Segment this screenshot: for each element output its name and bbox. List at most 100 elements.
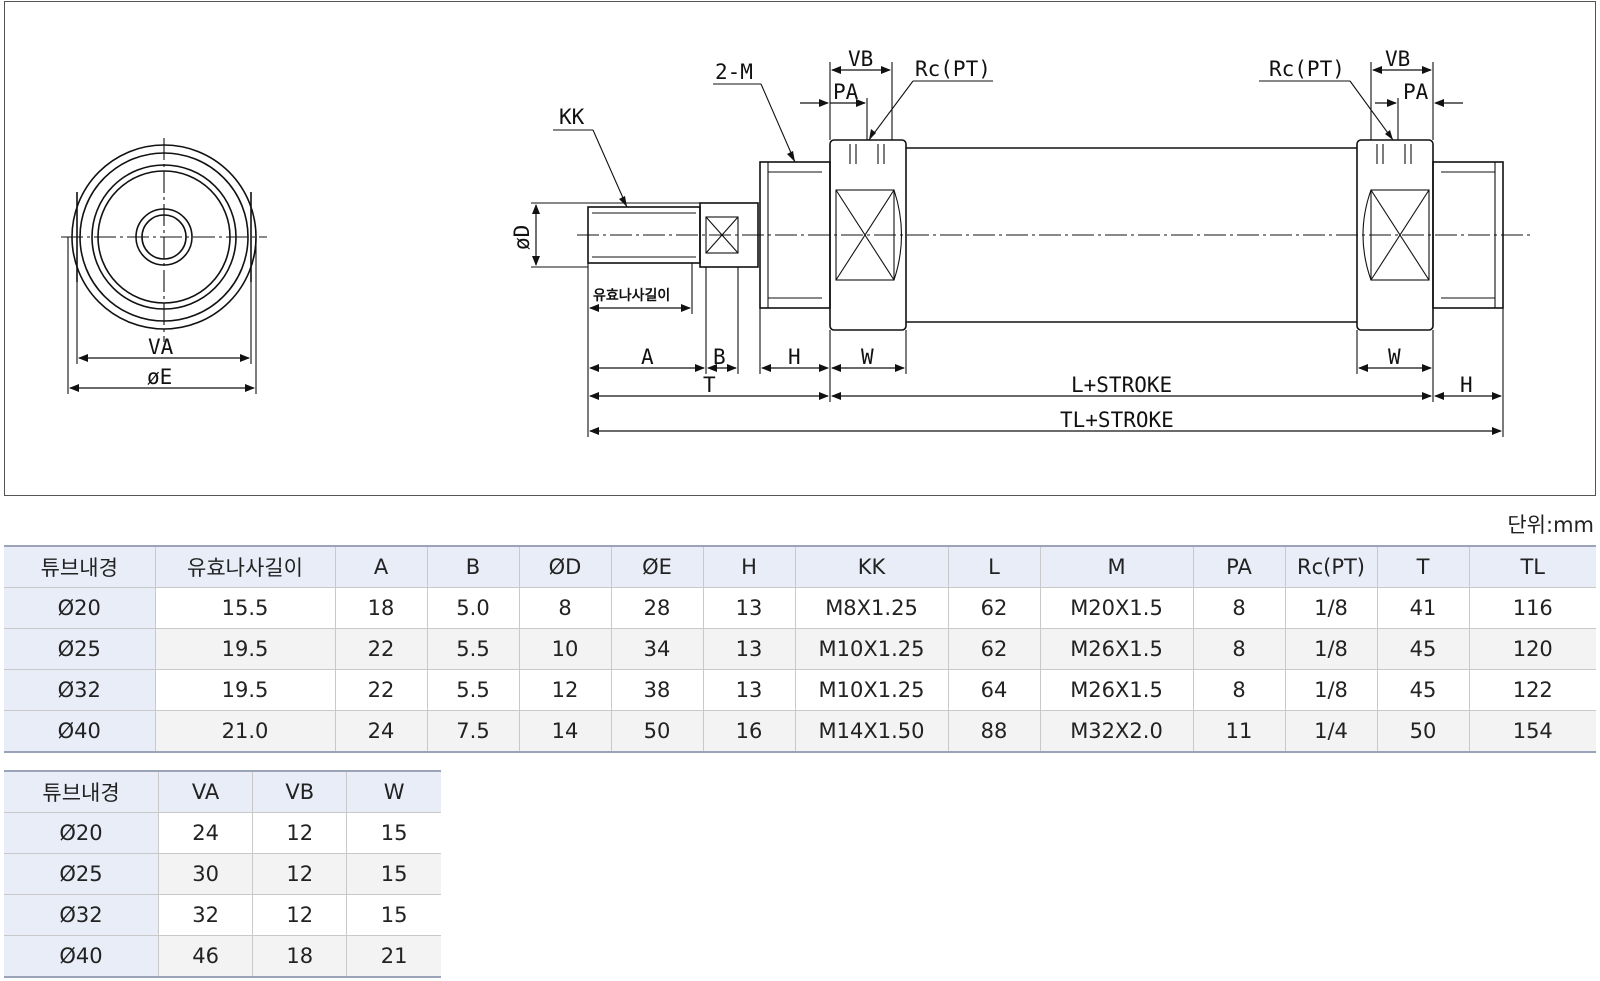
table-cell: 28 bbox=[611, 587, 704, 629]
table-cell: 13 bbox=[703, 587, 796, 629]
table-cell: 18 bbox=[335, 587, 428, 629]
kk-label: KK bbox=[559, 105, 585, 129]
table-cell: 50 bbox=[1377, 710, 1470, 753]
column-header: M bbox=[1040, 545, 1194, 588]
table-cell: 19.5 bbox=[155, 628, 336, 670]
table-cell: 13 bbox=[703, 628, 796, 670]
tl-stroke-label: TL+STROKE bbox=[1060, 408, 1174, 432]
table-cell: 45 bbox=[1377, 628, 1470, 670]
bore-size-cell: Ø25 bbox=[4, 628, 156, 670]
column-header: VB bbox=[252, 770, 348, 813]
table-cell: 22 bbox=[335, 628, 428, 670]
column-header: A bbox=[335, 545, 428, 588]
table-cell: 1/4 bbox=[1285, 710, 1378, 753]
column-header: 유효나사길이 bbox=[155, 545, 336, 588]
h-left-label: H bbox=[788, 345, 801, 369]
column-header: PA bbox=[1193, 545, 1286, 588]
table-cell: 5.5 bbox=[427, 628, 520, 670]
w-left-label: W bbox=[861, 345, 874, 369]
table-cell: 12 bbox=[519, 669, 612, 711]
table-cell: 10 bbox=[519, 628, 612, 670]
table-cell: 8 bbox=[519, 587, 612, 629]
table-cell: M10X1.25 bbox=[795, 669, 949, 711]
column-header: 튜브내경 bbox=[4, 545, 156, 588]
table-cell: M32X2.0 bbox=[1040, 710, 1194, 753]
table-cell: 46 bbox=[158, 935, 254, 978]
table-cell: 62 bbox=[948, 587, 1041, 629]
pa-left-label: PA bbox=[833, 80, 859, 104]
table-cell: M8X1.25 bbox=[795, 587, 949, 629]
vb-left-label: VB bbox=[848, 47, 873, 71]
table-cell: 8 bbox=[1193, 587, 1286, 629]
pa-right-label: PA bbox=[1403, 80, 1429, 104]
d-label: øD bbox=[510, 225, 534, 250]
table-cell: M26X1.5 bbox=[1040, 669, 1194, 711]
table-cell: 19.5 bbox=[155, 669, 336, 711]
a-label: A bbox=[641, 345, 654, 369]
bore-size-cell: Ø32 bbox=[4, 894, 160, 936]
table-cell: 11 bbox=[1193, 710, 1286, 753]
table-cell: 116 bbox=[1469, 587, 1596, 629]
t-label: T bbox=[703, 373, 716, 397]
column-header: L bbox=[948, 545, 1041, 588]
table-cell: 120 bbox=[1469, 628, 1596, 670]
bore-size-cell: Ø20 bbox=[4, 587, 156, 629]
table-cell: 5.5 bbox=[427, 669, 520, 711]
bore-size-cell: Ø25 bbox=[4, 853, 160, 895]
column-header: 튜브내경 bbox=[4, 770, 160, 813]
bore-size-cell: Ø40 bbox=[4, 710, 156, 753]
column-header: ØE bbox=[611, 545, 704, 588]
column-header: T bbox=[1377, 545, 1470, 588]
column-header: ØD bbox=[519, 545, 612, 588]
table-cell: 13 bbox=[703, 669, 796, 711]
w-right-label: W bbox=[1388, 345, 1401, 369]
table-cell: 1/8 bbox=[1285, 587, 1378, 629]
table-cell: 12 bbox=[252, 853, 348, 895]
table-cell: 32 bbox=[158, 894, 254, 936]
table-cell: 24 bbox=[158, 812, 254, 854]
bore-size-cell: Ø40 bbox=[4, 935, 160, 978]
table-cell: 88 bbox=[948, 710, 1041, 753]
table-cell: 21.0 bbox=[155, 710, 336, 753]
technical-drawing: VA øE bbox=[4, 1, 1596, 496]
table-cell: 154 bbox=[1469, 710, 1596, 753]
table-cell: 1/8 bbox=[1285, 628, 1378, 670]
table-cell: 22 bbox=[335, 669, 428, 711]
table-cell: 18 bbox=[252, 935, 348, 978]
table-cell: 34 bbox=[611, 628, 704, 670]
table-cell: 64 bbox=[948, 669, 1041, 711]
column-header: B bbox=[427, 545, 520, 588]
rc-right-label: Rc(PT) bbox=[1269, 57, 1345, 81]
table-cell: 15 bbox=[346, 812, 441, 854]
table-cell: 12 bbox=[252, 812, 348, 854]
table-cell: 1/8 bbox=[1285, 669, 1378, 711]
bore-size-cell: Ø20 bbox=[4, 812, 160, 854]
table-cell: M26X1.5 bbox=[1040, 628, 1194, 670]
table-cell: 15.5 bbox=[155, 587, 336, 629]
column-header: KK bbox=[795, 545, 949, 588]
table-cell: 7.5 bbox=[427, 710, 520, 753]
table-cell: 8 bbox=[1193, 669, 1286, 711]
column-header: Rc(PT) bbox=[1285, 545, 1378, 588]
table-cell: 41 bbox=[1377, 587, 1470, 629]
column-header: TL bbox=[1469, 545, 1596, 588]
thread-length-label: 유효나사길이 bbox=[593, 287, 670, 304]
table-cell: 15 bbox=[346, 853, 441, 895]
b-label: B bbox=[713, 345, 726, 369]
column-header: H bbox=[703, 545, 796, 588]
table-cell: 24 bbox=[335, 710, 428, 753]
table-cell: 21 bbox=[346, 935, 441, 978]
vb-right-label: VB bbox=[1385, 47, 1410, 71]
table-cell: 38 bbox=[611, 669, 704, 711]
table-cell: M20X1.5 bbox=[1040, 587, 1194, 629]
table-cell: 122 bbox=[1469, 669, 1596, 711]
table-cell: 15 bbox=[346, 894, 441, 936]
